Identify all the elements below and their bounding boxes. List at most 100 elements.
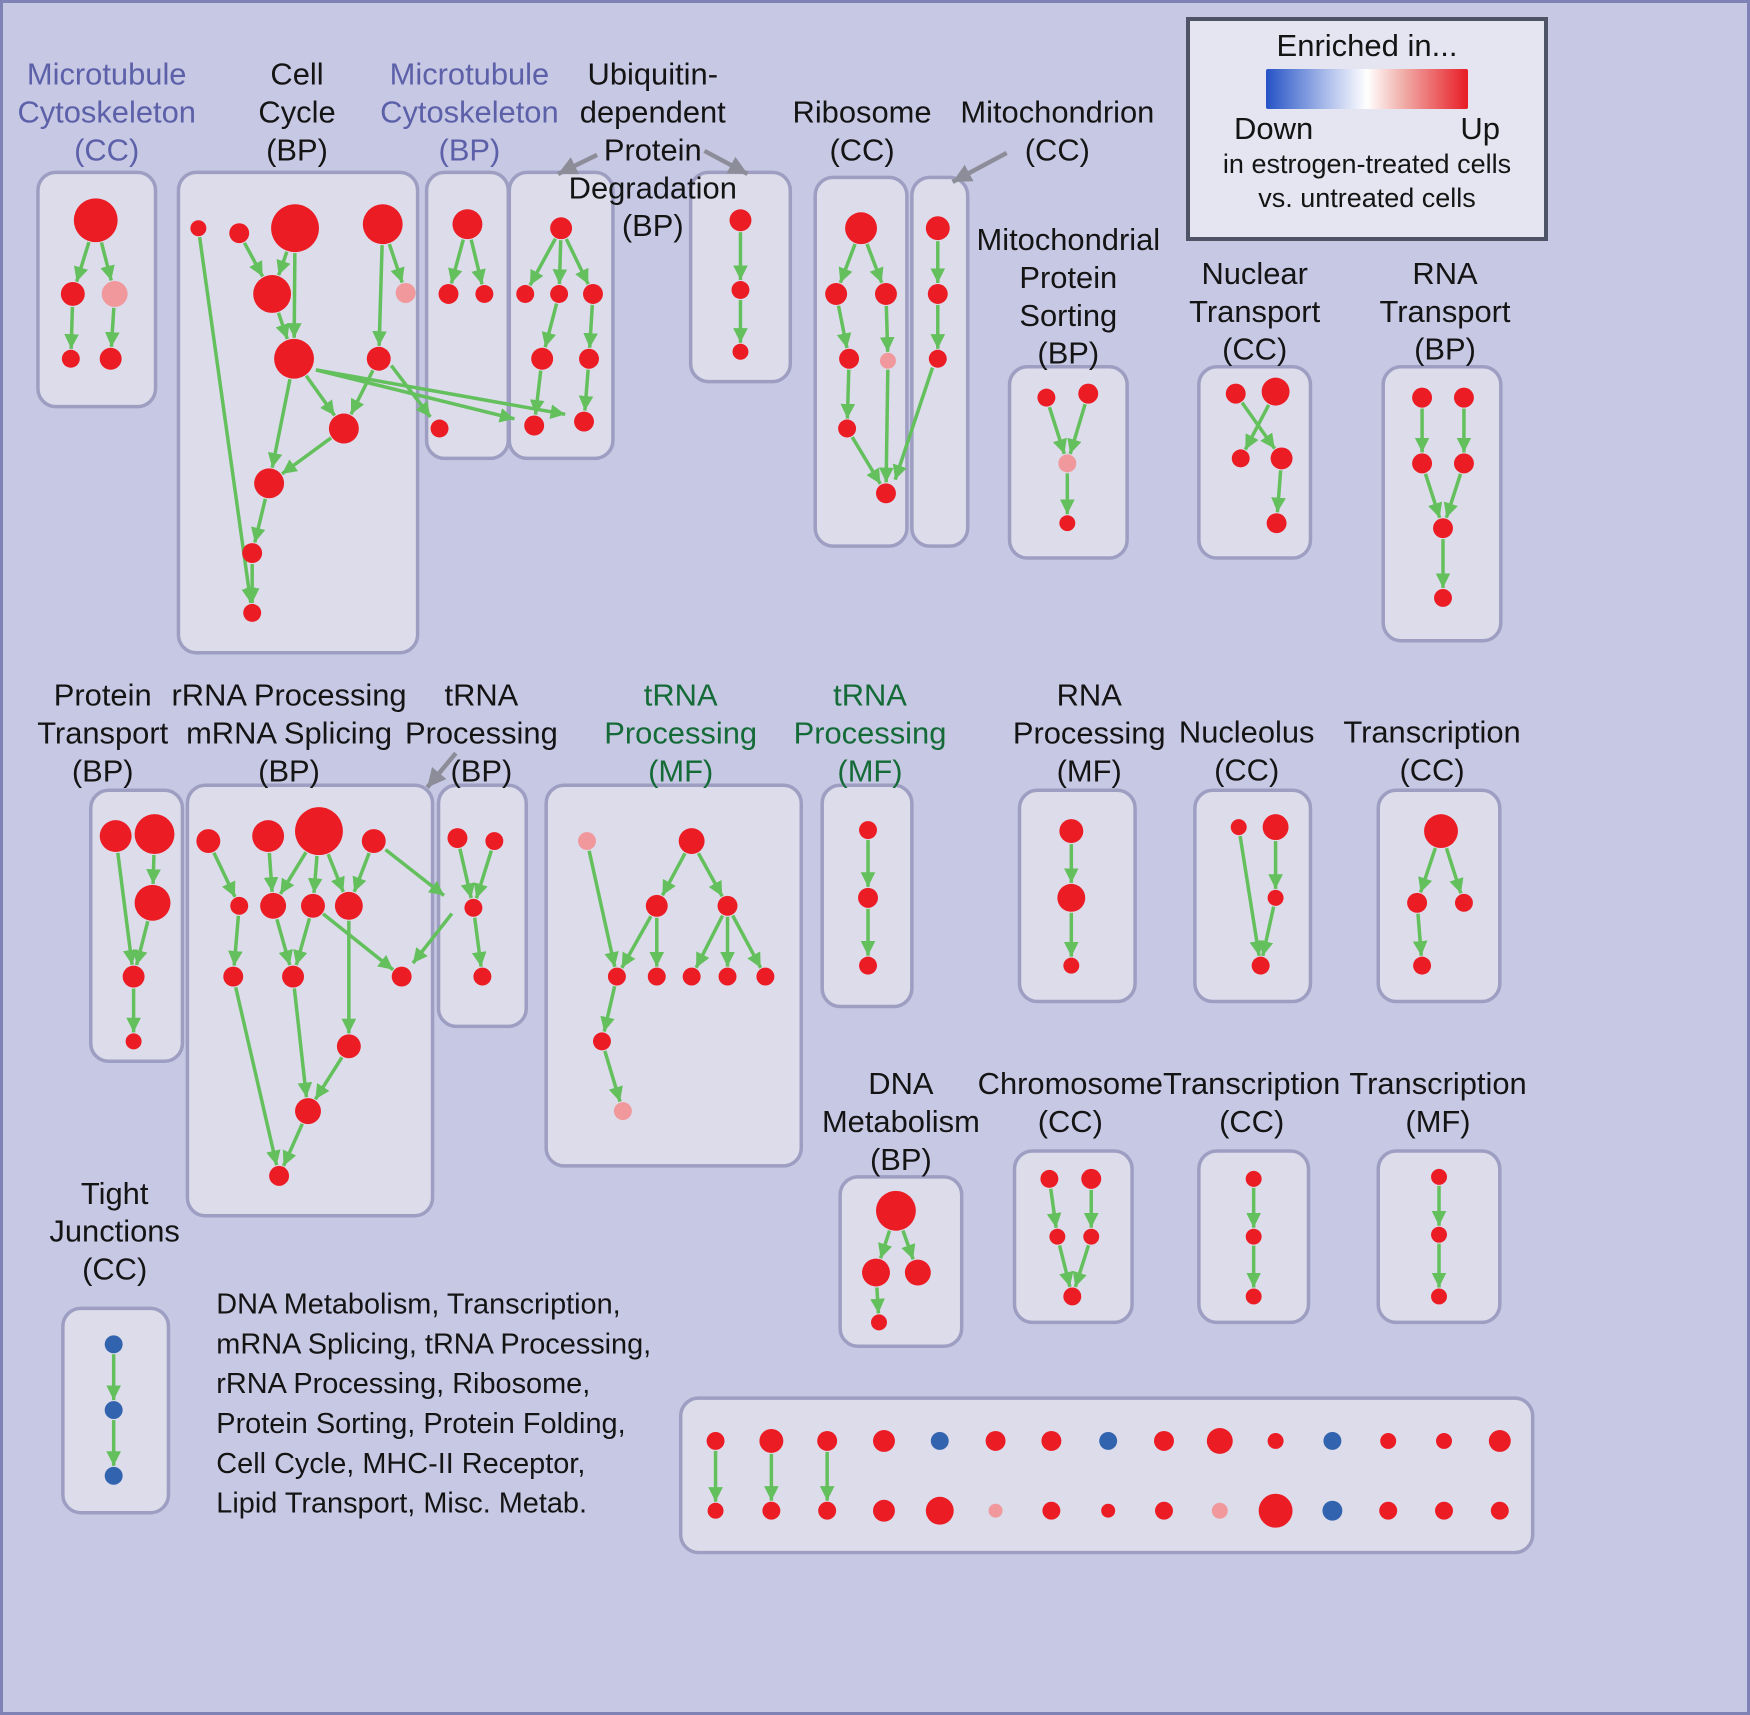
go-node-mixed-functions-29: [1490, 1501, 1509, 1520]
go-node-ribosome-cc-1: [825, 283, 848, 305]
go-node-cell-cycle-bp-2: [271, 204, 319, 253]
go-node-mixed-functions-7: [1099, 1431, 1118, 1450]
edge-arrow: [529, 370, 545, 415]
go-node-transcription-cc-2-0: [1245, 1170, 1262, 1187]
edge-arrow: [275, 918, 293, 966]
go-node-mixed-functions-8: [1154, 1430, 1174, 1451]
edge-arrow: [870, 1287, 885, 1314]
go-node-microtubule-cytoskeleton-bp-0: [452, 209, 483, 240]
go-node-mitochondrial-protein-sorting-bp-0: [1037, 388, 1056, 407]
go-node-mixed-functions-9: [1206, 1427, 1233, 1454]
go-node-mixed-functions-10: [1267, 1432, 1284, 1449]
label-nucleolus: Nucleolus(CC): [1179, 714, 1315, 787]
go-node-ubiquitin-degradation-bp-1-2: [550, 285, 569, 303]
go-node-rna-processing-mf-2: [1063, 957, 1080, 974]
legend-gradient-bar: [1266, 69, 1468, 109]
go-node-mixed-functions-21: [1042, 1501, 1061, 1520]
go-node-tight-junctions-cc-0: [104, 1335, 123, 1354]
go-node-mixed-functions-3: [873, 1429, 895, 1452]
go-node-cell-cycle-bp-0: [190, 220, 207, 237]
edge-arrow: [293, 917, 312, 966]
edge-arrow: [850, 436, 882, 485]
edge-arrow: [352, 852, 371, 893]
go-node-microtubule-cytoskeleton-bp-1: [438, 284, 459, 304]
group-box-nucleolus-cc: [1193, 788, 1313, 1004]
edge-arrow: [315, 368, 566, 419]
edge-arrow: [879, 369, 894, 483]
go-node-rrna-processing-mrna-splicing-bp-13: [269, 1165, 290, 1186]
edge-arrow: [411, 912, 454, 965]
go-node-trna-processing-bp-2: [464, 898, 483, 917]
edge-arrow: [349, 369, 375, 416]
edge-arrow: [133, 920, 150, 966]
edge-arrow: [326, 853, 345, 893]
go-node-ubiquitin-degradation-bp-1-3: [583, 284, 603, 304]
go-node-mixed-functions-27: [1379, 1501, 1398, 1520]
go-node-mixed-functions-2: [817, 1430, 838, 1451]
edge-arrow: [1271, 470, 1286, 513]
edge-arrow: [703, 148, 749, 176]
go-node-rna-transport-bp-4: [1433, 518, 1453, 539]
go-node-rrna-processing-mrna-splicing-bp-1: [252, 820, 285, 853]
go-node-rrna-processing-mrna-splicing-bp-12: [295, 1098, 321, 1125]
go-node-cell-cycle-bp-1: [229, 223, 250, 244]
go-node-ribosome-cc-2: [875, 283, 897, 305]
go-node-rna-transport-bp-1: [1453, 387, 1474, 408]
go-node-rrna-processing-mrna-splicing-bp-0: [196, 829, 221, 854]
go-node-microtubule-cytoskeleton-cc-2: [101, 281, 128, 307]
edge-arrow: [1423, 473, 1443, 519]
go-node-mixed-functions-12: [1380, 1432, 1397, 1449]
edge-arrow: [836, 305, 852, 349]
edge-arrow: [878, 1230, 893, 1259]
go-node-mixed-functions-5: [985, 1430, 1006, 1451]
go-node-transcription-cc-1-0: [1424, 814, 1458, 849]
edge-arrow: [304, 374, 337, 417]
edge-arrow: [951, 150, 1008, 184]
go-node-mitochondrion-cc-2: [928, 349, 947, 368]
group-box-mixed-functions: [678, 1396, 1535, 1555]
go-node-dna-metabolism-bp-0: [875, 1190, 916, 1231]
group-box-chromosome-cc: [1012, 1149, 1134, 1325]
group-box-rrna-processing-mrna-splicing-bp: [185, 783, 435, 1218]
edge-arrow: [425, 751, 458, 789]
go-node-mixed-functions-20: [988, 1503, 1003, 1518]
go-node-cell-cycle-bp-6: [274, 338, 314, 379]
go-node-nuclear-transport-cc-0: [1225, 383, 1246, 404]
go-node-rrna-processing-mrna-splicing-bp-5: [260, 892, 287, 919]
go-node-rrna-processing-mrna-splicing-bp-6: [301, 893, 325, 918]
go-node-rrna-processing-mrna-splicing-bp-8: [223, 966, 244, 987]
go-node-mixed-functions-22: [1101, 1503, 1116, 1518]
go-node-mitochondrion-cc-0: [925, 216, 950, 241]
go-node-mixed-functions-25: [1258, 1493, 1293, 1528]
edge-arrow: [458, 848, 476, 899]
go-node-cell-cycle-bp-10: [242, 543, 263, 564]
go-node-mixed-functions-24: [1211, 1502, 1228, 1519]
go-node-ubiquitin-degradation-bp-1-0: [550, 217, 573, 240]
go-node-mixed-functions-1: [759, 1428, 784, 1453]
edge-arrow: [292, 988, 313, 1098]
edge-arrow: [242, 242, 265, 278]
edge-arrow: [281, 1123, 304, 1167]
go-node-rna-transport-bp-3: [1453, 453, 1474, 474]
legend-down-label: Down: [1234, 111, 1314, 146]
edge-arrow: [389, 364, 432, 419]
go-node-mixed-functions-13: [1436, 1432, 1452, 1449]
go-node-ribosome-cc-3: [839, 348, 860, 369]
edge-arrow: [74, 241, 91, 283]
go-node-trna-processing-mf-2-0: [859, 821, 877, 840]
edge-arrow: [251, 498, 268, 543]
group-box-ubiquitin-degradation-bp-1: [507, 170, 615, 461]
edge-arrow: [892, 367, 935, 481]
go-node-ubiquitin-degradation-bp-1-5: [579, 348, 599, 369]
go-node-mixed-functions-18: [873, 1499, 895, 1522]
go-node-trna-processing-bp-0: [447, 828, 468, 849]
go-node-chromosome-cc-2: [1049, 1228, 1066, 1245]
go-node-chromosome-cc-0: [1040, 1169, 1059, 1188]
edge-arrow: [694, 914, 725, 969]
edge-arrow: [276, 251, 291, 276]
go-node-rrna-processing-mrna-splicing-bp-2: [295, 807, 343, 856]
edge-arrow: [838, 243, 857, 284]
